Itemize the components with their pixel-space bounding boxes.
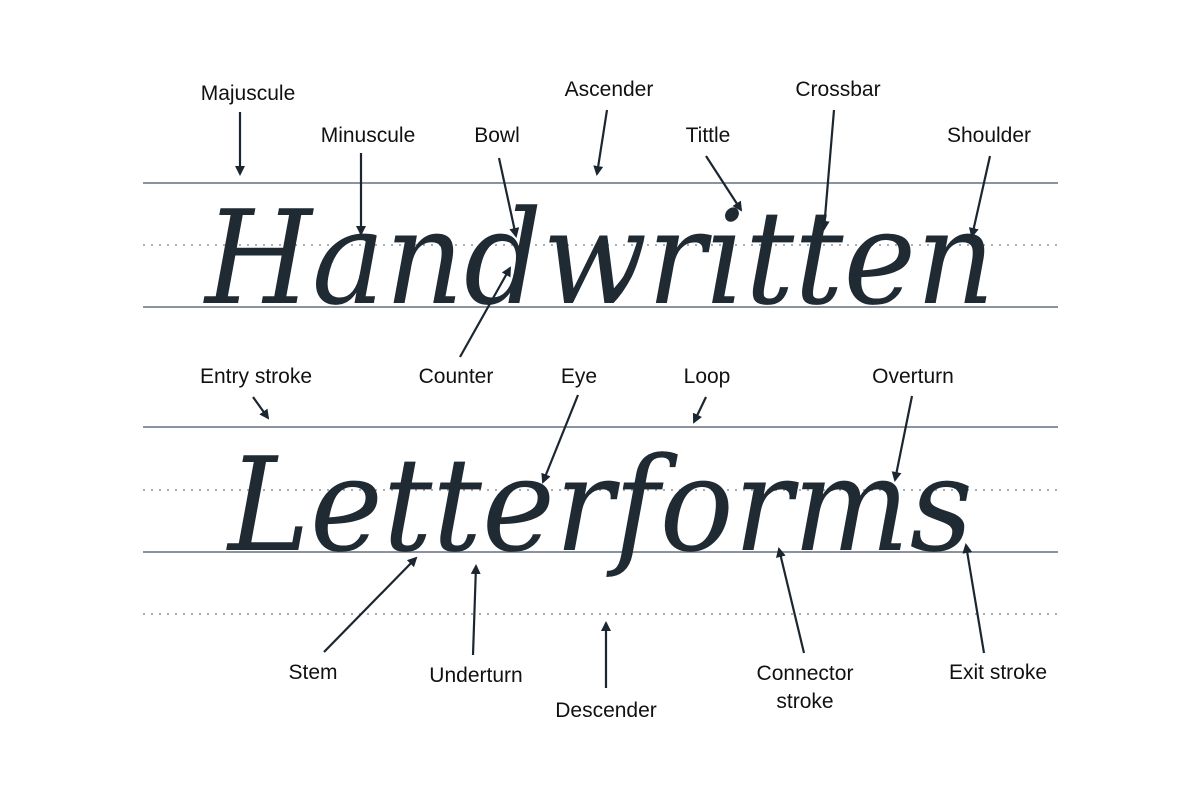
- label-counter: Counter: [419, 365, 494, 388]
- arrow-loop: [692, 396, 707, 424]
- arrow-shoulder: [968, 155, 992, 238]
- label-majuscule: Majuscule: [201, 82, 296, 105]
- label-underturn: Underturn: [429, 664, 522, 687]
- arrow-bowl: [497, 157, 520, 238]
- word-handwritten: Handwritten: [203, 182, 995, 334]
- arrow-exit-stroke: [962, 543, 986, 654]
- label-shoulder: Shoulder: [947, 124, 1031, 147]
- arrow-tittle: [705, 155, 743, 212]
- label-loop: Loop: [684, 365, 731, 388]
- arrow-entry-stroke: [252, 396, 270, 420]
- label-stem: Stem: [288, 661, 337, 684]
- label-eye: Eye: [561, 365, 597, 388]
- label-minuscule: Minuscule: [321, 124, 416, 147]
- label-connector-stroke-line2: stroke: [776, 690, 833, 713]
- arrow-crossbar: [819, 109, 836, 231]
- arrow-stem: [323, 556, 418, 653]
- arrow-ascender: [593, 109, 609, 176]
- word-letterforms: Letterforms: [226, 429, 973, 581]
- label-exit-stroke: Exit stroke: [949, 661, 1047, 684]
- label-ascender: Ascender: [565, 78, 654, 101]
- arrow-underturn: [470, 564, 481, 656]
- arrow-eye: [541, 394, 580, 484]
- label-entry-stroke: Entry stroke: [200, 365, 312, 388]
- label-descender: Descender: [555, 699, 657, 722]
- arrow-overturn: [891, 395, 914, 482]
- arrow-counter: [459, 266, 511, 358]
- label-tittle: Tittle: [686, 124, 731, 147]
- label-connector-stroke-line1: Connector: [757, 662, 854, 685]
- label-crossbar: Crossbar: [795, 78, 880, 101]
- label-overturn: Overturn: [872, 365, 954, 388]
- arrow-connector-stroke: [776, 547, 806, 654]
- label-bowl: Bowl: [474, 124, 520, 147]
